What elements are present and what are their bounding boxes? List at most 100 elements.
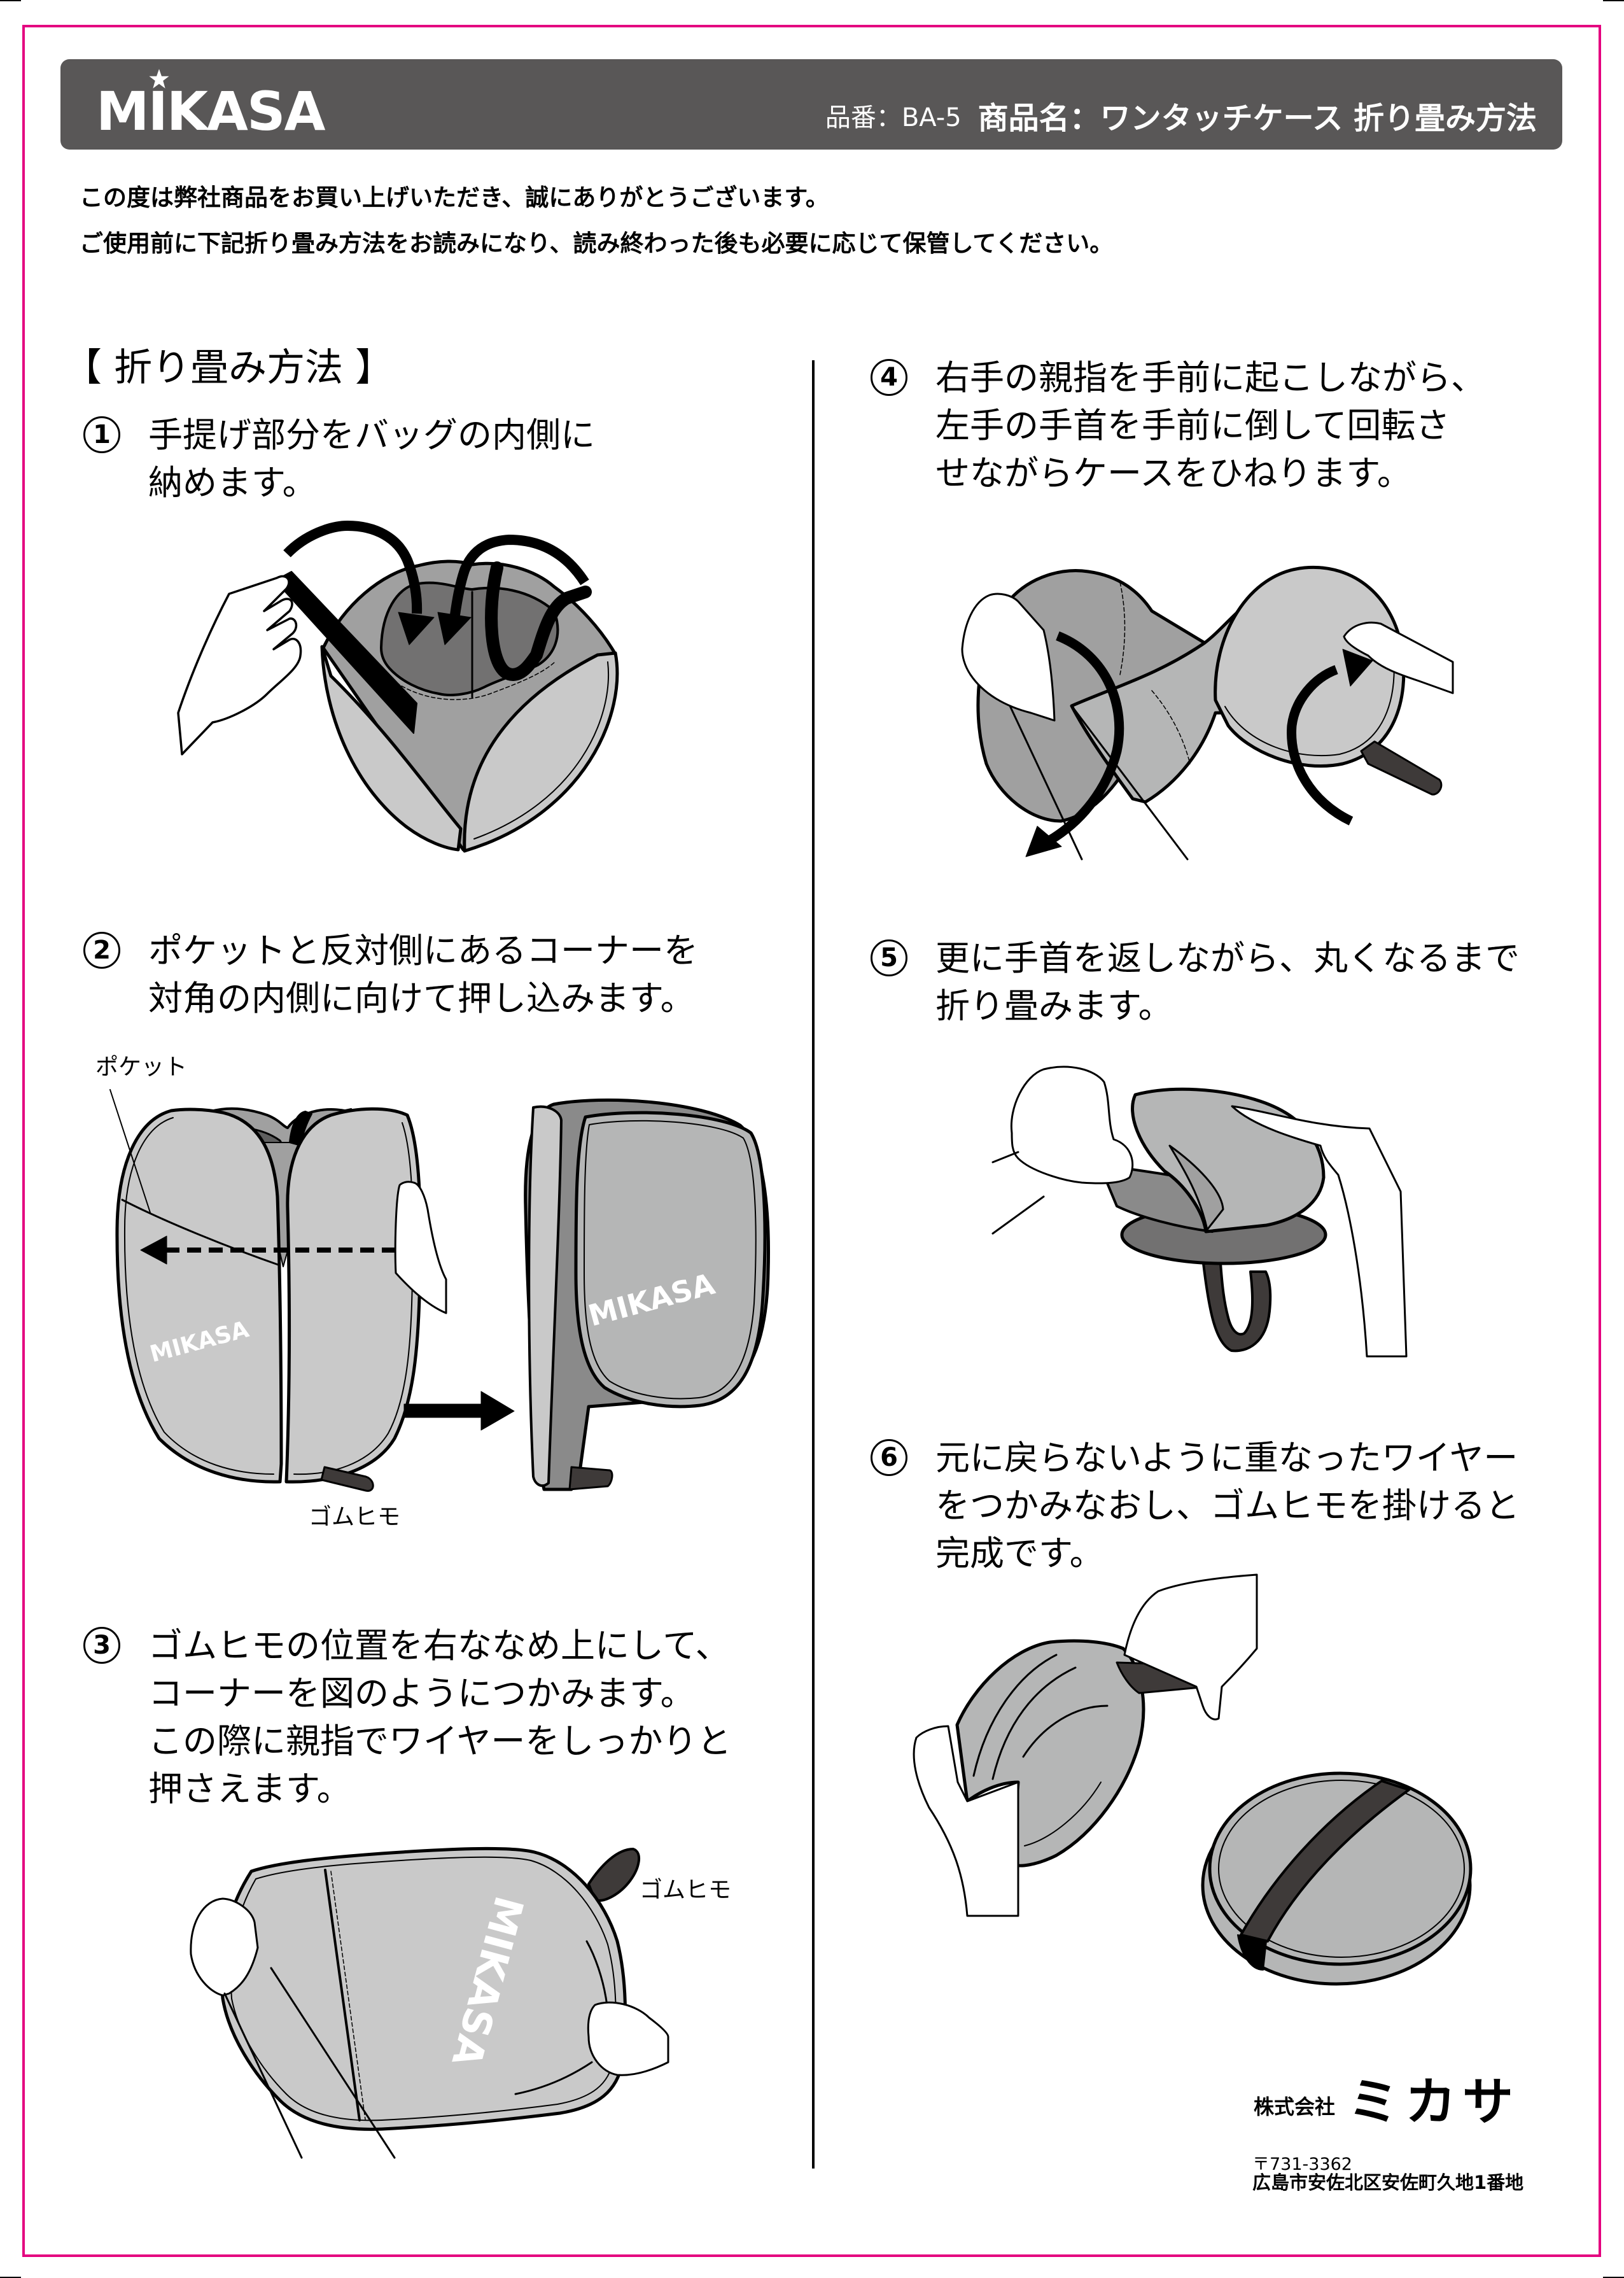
right-hand bbox=[1343, 621, 1454, 694]
step-number-badge: 6 bbox=[871, 1439, 907, 1476]
arrowhead bbox=[1025, 826, 1062, 857]
crop-mark-bottom-left bbox=[0, 2277, 21, 2278]
elastic-strap bbox=[320, 1466, 374, 1492]
arrowhead bbox=[398, 612, 435, 645]
step-line: 元に戻らないように重なったワイヤー bbox=[935, 1438, 1518, 1478]
bag-left-panel bbox=[115, 1107, 283, 1484]
bag-panel bbox=[220, 1846, 627, 2131]
step-text: ゴムヒモの位置を右ななめ上にして、 コーナーを図のようにつかみます。 この際に親… bbox=[148, 1622, 731, 1813]
product-number: 品番：BA-5 bbox=[825, 103, 962, 132]
step-line: ポケットと反対側にあるコーナーを bbox=[148, 931, 698, 971]
step-text: 手提げ部分をバッグの内側に 納めます。 bbox=[148, 411, 595, 507]
hand bbox=[177, 575, 302, 756]
brand-logo: MIKASA bbox=[96, 80, 325, 143]
step-3-illustration: MIKASA bbox=[190, 1846, 669, 2159]
folded-bag-front-panel bbox=[574, 1111, 767, 1409]
step-5: 5 更に手首を返しながら、丸くなるまで 折り畳みます。 bbox=[871, 934, 1520, 1030]
step-6-illustration bbox=[913, 1573, 1473, 1986]
step-2: 2 ポケットと反対側にあるコーナーを 対角の内側に向けて押し込みます。 bbox=[83, 927, 698, 1022]
star-icon bbox=[149, 69, 169, 88]
step-4: 4 右手の親指を手前に起こしながら、 左手の手首を手前に倒して回転さ せながらケ… bbox=[871, 354, 1485, 497]
pocket-leader-line bbox=[109, 1089, 151, 1213]
elastic-strap-label: ゴムヒモ bbox=[309, 1504, 401, 1530]
intro-line: ご使用前に下記折り畳み方法をお読みになり、読み終わった後も必要に応じて保管してく… bbox=[80, 230, 1114, 257]
pocket-label: ポケット bbox=[95, 1054, 188, 1080]
tuck-arrow-right bbox=[450, 535, 589, 616]
left-hand bbox=[1010, 1065, 1134, 1185]
bag-inner-fold bbox=[1168, 1144, 1224, 1231]
left-hand bbox=[913, 1725, 1019, 1917]
step-number-badge: 2 bbox=[83, 932, 120, 969]
arrowhead bbox=[140, 1235, 167, 1265]
step-number-badge: 4 bbox=[871, 359, 907, 396]
step-line: 押さえます。 bbox=[148, 1769, 351, 1809]
step-1: 1 手提げ部分をバッグの内側に 納めます。 bbox=[83, 411, 595, 507]
company-name: ミカサ bbox=[1348, 2072, 1520, 2132]
handle-strap bbox=[274, 571, 417, 734]
step-line: 折り畳みます。 bbox=[935, 986, 1173, 1026]
step-text: 右手の親指を手前に起こしながら、 左手の手首を手前に倒して回転さ せながらケース… bbox=[935, 354, 1485, 497]
step-line: 手提げ部分をバッグの内側に bbox=[148, 415, 595, 455]
step-number-badge: 1 bbox=[83, 416, 120, 453]
step-line: 更に手首を返しながら、丸くなるまで bbox=[935, 938, 1520, 978]
elastic-strap-loop bbox=[1202, 1262, 1272, 1353]
step-2-illustration: MIKASA MIKASA bbox=[109, 1089, 770, 1492]
step-number-badge: 3 bbox=[83, 1627, 120, 1664]
panel-seam bbox=[324, 1869, 361, 2121]
product-name: 商品名：ワンタッチケース 折り畳み方法 bbox=[977, 101, 1537, 136]
bag-right-panel bbox=[284, 1107, 423, 1484]
step-line: ゴムヒモの位置を右ななめ上にして、 bbox=[148, 1626, 730, 1666]
step-text: ポケットと反対側にあるコーナーを 対角の内側に向けて押し込みます。 bbox=[148, 927, 698, 1022]
column-divider bbox=[812, 360, 815, 2169]
arrowhead bbox=[1342, 649, 1373, 687]
step-line: をつかみなおし、ゴムヒモを掛けると bbox=[935, 1486, 1520, 1526]
right-hand bbox=[587, 2001, 669, 2076]
left-hand bbox=[961, 593, 1056, 722]
left-hand bbox=[190, 1897, 259, 1997]
step-line: 納めます。 bbox=[148, 463, 317, 503]
elastic-band bbox=[1240, 1780, 1410, 1943]
handle-strap-loop bbox=[485, 561, 592, 681]
step-line: 左手の手首を手前に倒して回転さ bbox=[935, 405, 1450, 446]
elastic-strap bbox=[1360, 740, 1443, 796]
step-line: 対角の内側に向けて押し込みます。 bbox=[148, 978, 695, 1018]
elastic-strap-label: ゴムヒモ bbox=[640, 1877, 732, 1903]
section-title: 【 折り畳み方法 】 bbox=[64, 346, 394, 390]
intro-line: この度は弊社商品をお買い上げいただき、誠にありがとうございます。 bbox=[80, 184, 829, 211]
tuck-arrow-left bbox=[283, 521, 423, 614]
postal-code: 〒731-3362 bbox=[1252, 2155, 1352, 2174]
page-border bbox=[22, 25, 1601, 2257]
bag-opening bbox=[380, 581, 559, 696]
step-line: 完成です。 bbox=[935, 1533, 1104, 1573]
step-3: 3 ゴムヒモの位置を右ななめ上にして、 コーナーを図のようにつかみます。 この際… bbox=[83, 1622, 731, 1813]
bag-right-panel bbox=[463, 651, 619, 853]
result-arrow-icon bbox=[403, 1391, 515, 1431]
company-prefix: 株式会社 bbox=[1254, 2095, 1336, 2119]
elastic-strap bbox=[568, 1466, 613, 1491]
step-6: 6 元に戻らないように重なったワイヤー をつかみなおし、ゴムヒモを掛けると 完成… bbox=[871, 1434, 1520, 1577]
hand bbox=[394, 1181, 447, 1314]
step-line: せながらケースをひねります。 bbox=[935, 453, 1411, 493]
step-line: この際に親指でワイヤーをしっかりと bbox=[148, 1721, 732, 1761]
top-hand bbox=[1123, 1573, 1258, 1720]
rotate-arrow-left bbox=[1047, 631, 1124, 845]
step-text: 更に手首を返しながら、丸くなるまで 折り畳みます。 bbox=[935, 934, 1520, 1030]
step-line: コーナーを図のようにつかみます。 bbox=[148, 1673, 695, 1713]
pocket-edge bbox=[121, 1199, 279, 1266]
step-number-badge: 5 bbox=[871, 939, 907, 976]
folded-bag-side-panel bbox=[528, 1105, 563, 1487]
rotate-arrow-right bbox=[1287, 664, 1354, 826]
header-product-info: 品番：BA-5 商品名：ワンタッチケース 折り畳み方法 bbox=[825, 59, 1537, 150]
elastic-hook bbox=[1237, 1934, 1267, 1971]
crop-mark-bottom-right bbox=[1603, 2277, 1624, 2278]
header-bar: MIKASA 品番：BA-5 商品名：ワンタッチケース 折り畳み方法 bbox=[60, 59, 1562, 150]
step-1-illustration bbox=[177, 521, 619, 853]
crop-mark-top-left bbox=[0, 0, 21, 1]
elastic-strap bbox=[587, 1848, 641, 1902]
company-address: 広島市安佐北区安佐町久地1番地 bbox=[1252, 2172, 1524, 2193]
step-line: 右手の親指を手前に起こしながら、 bbox=[935, 358, 1485, 398]
crop-mark-top-right bbox=[1603, 0, 1624, 1]
right-arm bbox=[1231, 1105, 1408, 1358]
bag-right-disc bbox=[1214, 565, 1406, 768]
step-4-illustration bbox=[961, 565, 1454, 861]
